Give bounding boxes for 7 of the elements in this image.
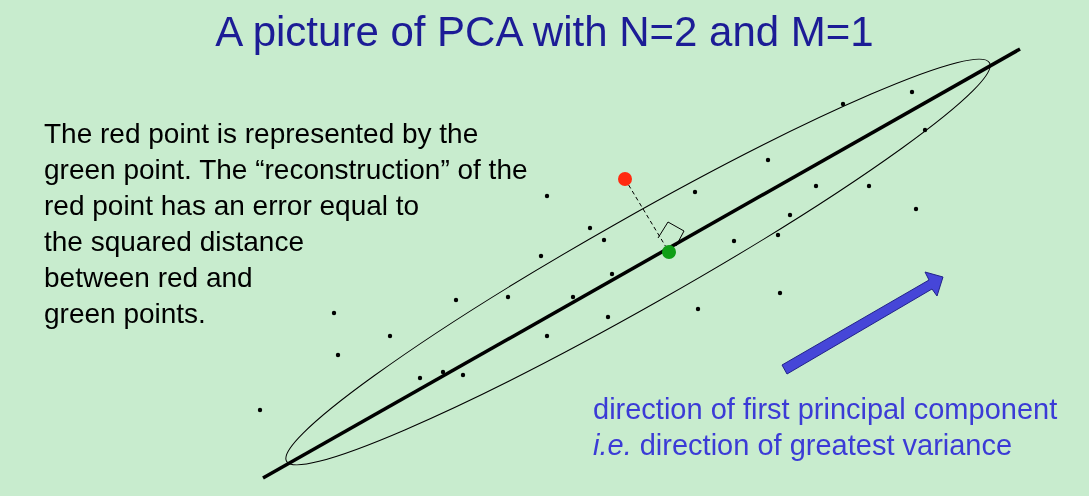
explanation-text: The red point is represented by the green point. The “reconstruction” of the red point has an error equal to the squared distance between red and green points. xyxy=(44,117,529,331)
caption-text: direction of first principal component xyxy=(593,393,1058,426)
caption-text: i.e. direction of greatest variance xyxy=(593,429,1013,462)
title: A picture of PCA with N=2 and M=1 xyxy=(214,8,875,56)
projection-line xyxy=(628,184,666,247)
data-point xyxy=(618,172,632,186)
data-point xyxy=(662,245,676,259)
